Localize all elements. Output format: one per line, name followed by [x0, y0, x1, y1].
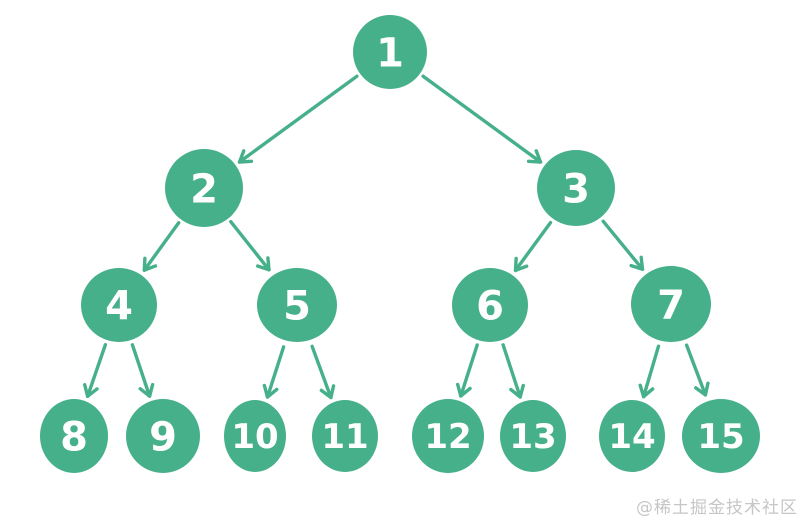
- tree-edge-2-5: [229, 219, 271, 272]
- tree-node-3: 3: [537, 150, 615, 226]
- tree-edge-3-6: [513, 220, 553, 273]
- node-label: 5: [283, 283, 311, 329]
- node-label: 7: [657, 282, 685, 328]
- tree-node-9: 9: [126, 399, 200, 473]
- node-circle: [224, 400, 286, 472]
- tree-edge-6-13: [501, 343, 525, 399]
- tree-edge-5-10: [262, 345, 286, 399]
- tree-node-7: 7: [631, 266, 711, 342]
- tree-node-6: 6: [452, 268, 528, 342]
- tree-node-4: 4: [81, 268, 157, 342]
- node-circle: [599, 400, 665, 472]
- node-circle: [452, 268, 528, 342]
- tree-node-11: 11: [312, 400, 378, 472]
- tree-edge-3-7: [601, 219, 645, 271]
- tree-edge-4-8: [83, 343, 108, 398]
- node-circle: [81, 268, 157, 342]
- tree-node-2: 2: [165, 149, 243, 227]
- node-circle: [126, 399, 200, 473]
- node-label: 14: [608, 417, 655, 457]
- tree-edge-1-3: [421, 74, 543, 164]
- node-circle: [631, 266, 711, 342]
- tree-edge-6-12: [455, 343, 479, 398]
- tree-node-13: 13: [500, 400, 566, 472]
- tree-edge-7-14: [638, 344, 661, 399]
- node-label: 4: [105, 283, 133, 329]
- tree-node-5: 5: [257, 268, 337, 342]
- tree-node-1: 1: [353, 15, 427, 89]
- watermark: @稀土掘金技术社区: [636, 498, 798, 518]
- node-circle: [165, 149, 243, 227]
- node-label: 12: [424, 417, 471, 457]
- node-label: 13: [509, 417, 556, 457]
- tree-edge-4-9: [130, 343, 155, 398]
- node-circle: [412, 399, 484, 473]
- node-circle: [257, 268, 337, 342]
- node-circle: [500, 400, 566, 472]
- node-label: 8: [60, 414, 88, 460]
- node-circle: [353, 15, 427, 89]
- node-label: 10: [231, 417, 278, 457]
- tree-node-8: 8: [40, 399, 108, 473]
- node-label: 11: [321, 417, 368, 457]
- node-circle: [682, 399, 760, 473]
- tree-edge-2-4: [142, 221, 181, 272]
- tree-edge-7-15: [684, 343, 710, 397]
- tree-node-14: 14: [599, 400, 665, 472]
- node-label: 6: [476, 283, 504, 329]
- node-label: 2: [190, 166, 218, 212]
- tree-edges: [83, 74, 710, 400]
- node-label: 15: [697, 417, 744, 457]
- node-label: 9: [149, 414, 177, 460]
- tree-edge-1-2: [237, 74, 359, 164]
- node-circle: [537, 150, 615, 226]
- node-circle: [312, 400, 378, 472]
- node-label: 3: [562, 166, 590, 212]
- node-circle: [40, 399, 108, 473]
- tree-node-12: 12: [412, 399, 484, 473]
- node-label: 1: [376, 30, 404, 76]
- tree-edge-5-11: [310, 344, 336, 400]
- tree-node-15: 15: [682, 399, 760, 473]
- tree-node-10: 10: [224, 400, 286, 472]
